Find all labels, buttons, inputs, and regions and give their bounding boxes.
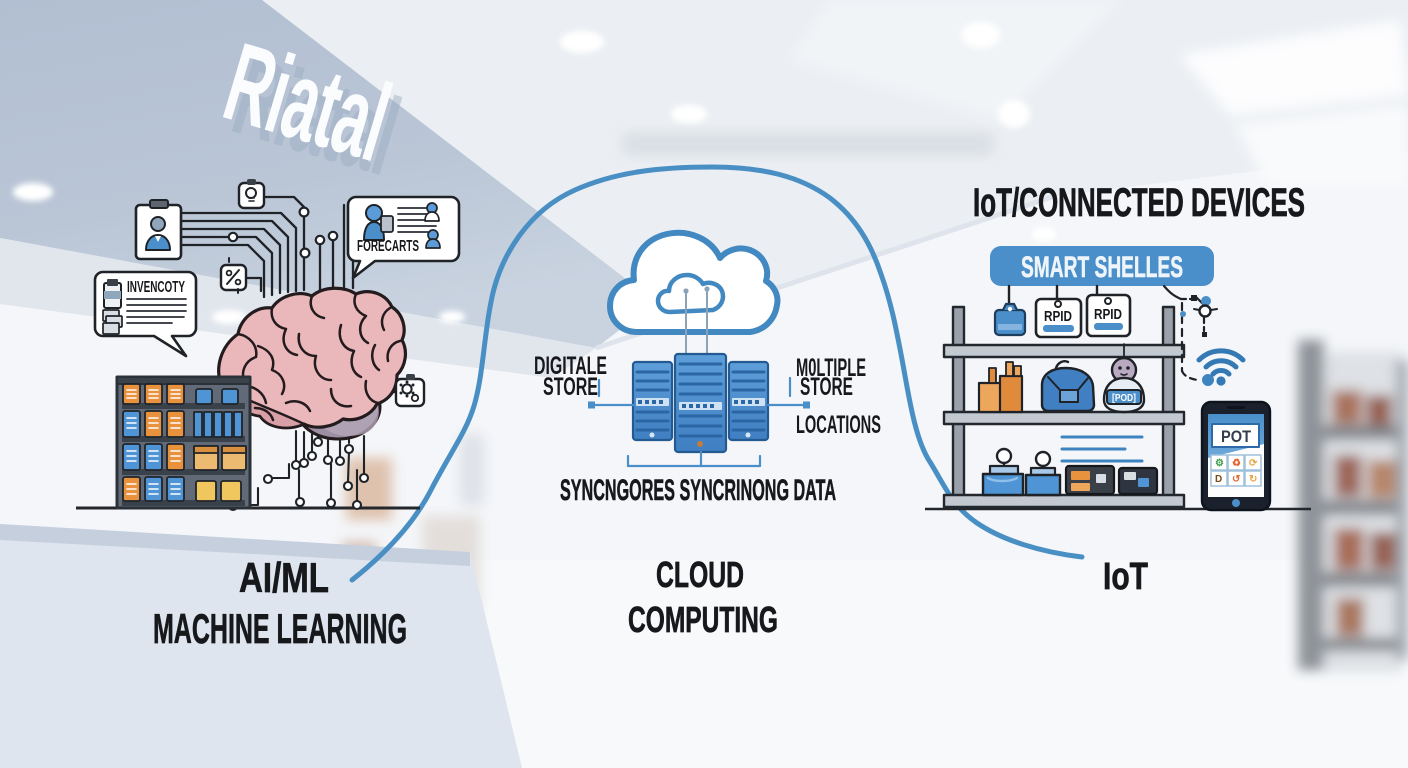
svg-text:M0LTIPLE: M0LTIPLE [796,354,866,382]
svg-text:AI/ML: AI/ML [239,554,329,601]
svg-text:LOCATIONS: LOCATIONS [796,411,881,439]
svg-text:STORE: STORE [800,373,853,401]
svg-text:IoT: IoT [1103,556,1148,598]
svg-text:SYNCNGORES SYNCRINONG DATA: SYNCNGORES SYNCRINONG DATA [560,474,836,507]
svg-text:POT: POT [1221,427,1252,446]
svg-text:↻: ↻ [1249,474,1257,485]
svg-text:COMPUTING: COMPUTING [628,599,778,640]
svg-text:RPID: RPID [1044,308,1072,325]
svg-text:D: D [1215,474,1222,485]
svg-text:IoT/CONNECTED DEVICES: IoT/CONNECTED DEVICES [973,181,1305,225]
svg-text:♻: ♻ [1232,458,1241,469]
svg-text:CLOUD: CLOUD [656,554,744,595]
svg-text:MACHINE LEARNING: MACHINE LEARNING [153,605,407,652]
svg-text:[POD]: [POD] [1112,393,1136,404]
svg-text:STORE: STORE [543,373,598,401]
svg-text:DIGITALE: DIGITALE [534,352,607,380]
svg-text:SMART SHELLES: SMART SHELLES [1021,251,1183,284]
svg-text:⟳: ⟳ [1249,458,1258,469]
svg-text:↺: ↺ [1232,474,1240,485]
svg-text:RPID: RPID [1094,306,1122,323]
svg-text:INVENCOTY: INVENCOTY [127,279,185,296]
svg-text:⚙: ⚙ [1215,458,1224,469]
svg-text:FORECARTS: FORECARTS [357,238,419,255]
